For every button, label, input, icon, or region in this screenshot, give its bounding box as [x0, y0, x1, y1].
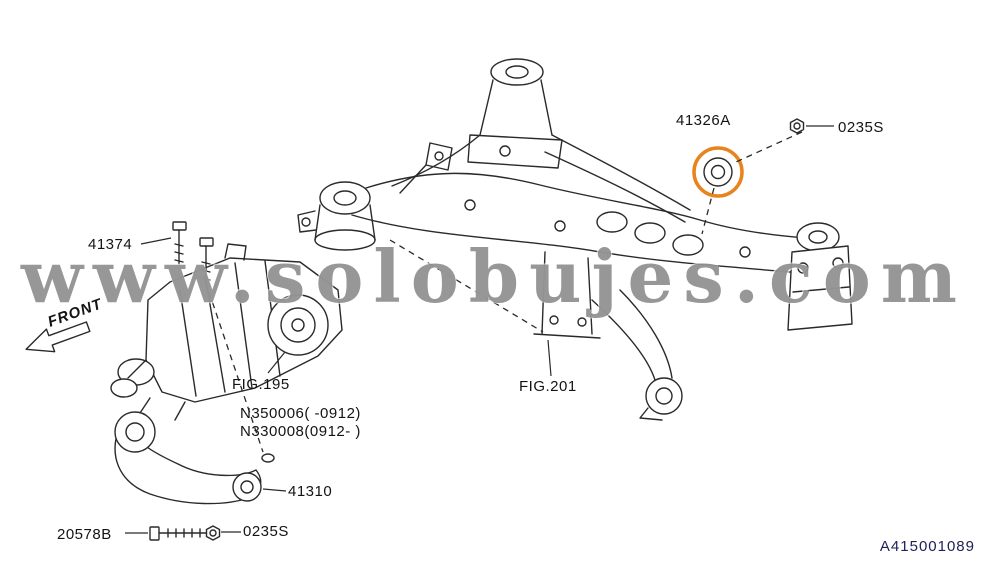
label-0235S-top: 0235S — [838, 119, 884, 136]
bolt-20578B — [149, 526, 207, 541]
label-fig-201: FIG.201 — [519, 378, 577, 395]
bushing-41310 — [232, 472, 262, 502]
nut-0235S-bottom — [205, 525, 221, 541]
nut-0235S-top — [789, 118, 805, 134]
label-41326A: 41326A — [676, 112, 731, 129]
label-N350006: N350006( -0912) — [240, 405, 361, 422]
leader-lines — [125, 125, 834, 534]
bushing-41326A — [703, 157, 733, 187]
label-41310: 41310 — [288, 483, 332, 500]
subframe-drawing — [297, 58, 853, 421]
label-N330008: N330008(0912- ) — [240, 423, 361, 440]
washer-icon — [261, 453, 275, 463]
control-arm-drawing — [114, 397, 275, 505]
doc-code: A415001089 — [880, 538, 975, 555]
front-arrow-icon — [25, 321, 91, 353]
bolt-41374-b — [199, 237, 214, 287]
label-fig-195: FIG.195 — [232, 376, 290, 393]
highlight-circle-41326A — [692, 146, 744, 198]
label-41374: 41374 — [88, 236, 132, 253]
differential-drawing — [110, 243, 343, 403]
label-0235S-bottom: 0235S — [243, 523, 289, 540]
dashed-assembly-lines — [208, 131, 803, 453]
label-20578B: 20578B — [57, 526, 112, 543]
bolt-41374-a — [172, 221, 187, 265]
